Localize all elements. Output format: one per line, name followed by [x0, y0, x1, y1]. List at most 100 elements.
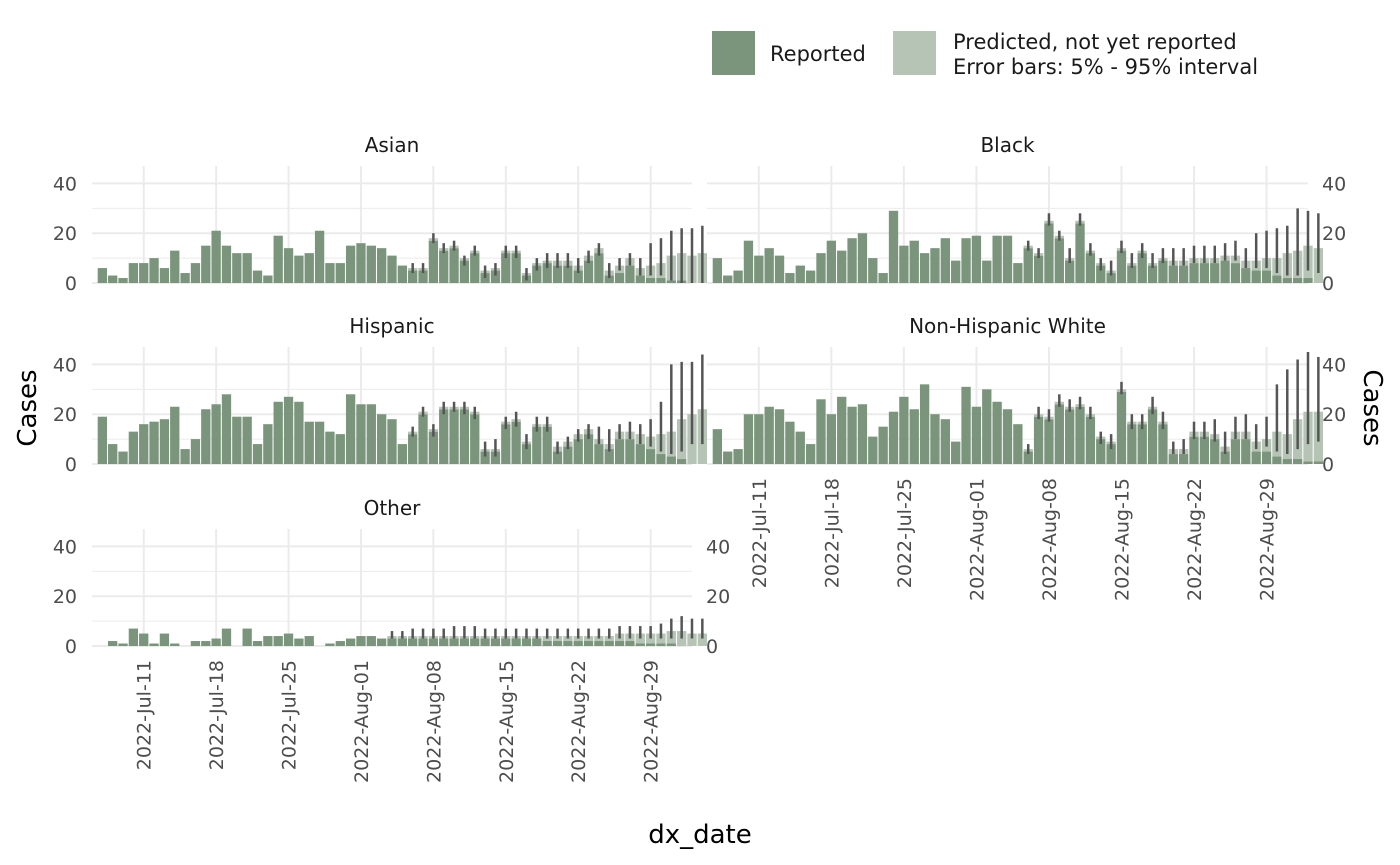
x-tick-label: 2022-Jul-18 [206, 660, 228, 770]
bar-reported [1002, 409, 1013, 464]
bar-reported [919, 253, 930, 283]
legend-label-predicted-line1: Predicted, not yet reported [953, 30, 1237, 54]
bar-reported [366, 636, 376, 646]
legend-label-predicted-line2: Error bars: 5% - 95% interval [953, 55, 1258, 79]
bar-reported [645, 278, 656, 283]
y-tick-label: 40 [53, 536, 77, 558]
bar-reported [211, 230, 221, 283]
bar-reported [439, 638, 449, 646]
bar-reported [837, 250, 847, 283]
bar-reported [542, 426, 552, 464]
bar-reported [1106, 444, 1116, 464]
x-tick-label: 2022-Aug-15 [1111, 478, 1133, 601]
bar-reported [1013, 263, 1023, 283]
facet-label: Asian [365, 133, 420, 157]
bar-reported [604, 275, 614, 283]
bar-reported [1044, 419, 1054, 464]
bar-reported [252, 641, 263, 646]
bar-reported [190, 263, 201, 283]
bar-reported [733, 270, 743, 283]
bar-reported [377, 414, 387, 464]
bar-reported [594, 253, 604, 283]
y-tick-label: 40 [53, 354, 77, 376]
bar-reported [563, 265, 573, 283]
facet-panels: Asian02040Black02040Hispanic02040Non-His… [53, 133, 1346, 783]
bar-reported [992, 235, 1002, 283]
bar-reported [159, 268, 170, 283]
bar-reported [170, 643, 180, 646]
bar-reported [1230, 263, 1241, 283]
bar-reported [180, 273, 190, 283]
bar-reported [108, 275, 118, 283]
bar-reported [170, 406, 180, 464]
bar-reported [408, 638, 418, 646]
x-tick-label: 2022-Aug-29 [1257, 478, 1279, 601]
bar-reported [1158, 260, 1168, 283]
bar-reported [108, 444, 118, 464]
bar-reported [909, 409, 919, 464]
x-axis-title: dx_date [648, 820, 752, 850]
bar-reported [951, 260, 961, 283]
bar-reported [604, 641, 614, 646]
bar-reported [1251, 270, 1261, 283]
bar-reported [377, 248, 387, 283]
y-tick-label: 40 [706, 536, 730, 558]
bar-reported [418, 414, 428, 464]
bar-reported [480, 451, 490, 464]
bar-reported [1023, 248, 1033, 283]
bar-reported [149, 421, 159, 464]
bar-reported [283, 248, 294, 283]
bar-reported [625, 265, 635, 283]
x-tick-label: 2022-Aug-01 [351, 660, 373, 783]
bar-reported [263, 636, 273, 646]
bar-reported [325, 431, 335, 464]
bar-reported [242, 253, 252, 283]
legend-swatch-reported [712, 31, 755, 75]
bar-reported [888, 210, 899, 283]
y-tick-label: 20 [1322, 404, 1346, 426]
bar-reported [242, 416, 252, 464]
bar-reported [1261, 270, 1272, 283]
bar-reported [1054, 404, 1064, 464]
bar-reported [1168, 265, 1178, 283]
bar-reported [335, 434, 345, 464]
y-tick-label: 20 [53, 223, 77, 245]
bar-reported [366, 404, 376, 464]
bar-reported [356, 636, 366, 646]
bar-reported [1210, 263, 1220, 283]
facet-label: Black [980, 133, 1035, 157]
bar-reported [1199, 436, 1210, 464]
bar-reported [1085, 253, 1096, 283]
bar-reported [816, 253, 826, 283]
bar-reported [335, 263, 345, 283]
legend-swatch-predicted [893, 31, 936, 75]
bar-reported [470, 638, 480, 646]
bar-reported [345, 245, 356, 283]
bar-reported [1075, 406, 1085, 464]
bar-reported [252, 444, 263, 464]
facet-label: Other [364, 496, 422, 520]
bar-reported [1282, 278, 1292, 283]
x-tick-label: 2022-Jul-25 [279, 660, 301, 770]
bar-reported [532, 426, 542, 464]
bar-reported [294, 638, 304, 646]
bar-reported [656, 278, 666, 283]
bar-reported [1313, 461, 1324, 464]
bar-reported [656, 454, 666, 464]
bar-reported [677, 459, 687, 464]
bar-reported [614, 273, 625, 283]
bar-reported [397, 444, 407, 464]
bar-reported [940, 419, 950, 464]
bar-reported [573, 439, 583, 464]
bar-reported [805, 444, 816, 464]
bar-reported [919, 384, 930, 464]
y-tick-label: 40 [1322, 173, 1346, 195]
bar-reported [201, 245, 211, 283]
bar-reported [314, 421, 325, 464]
bar-reported [1189, 436, 1199, 464]
bar-reported [542, 263, 552, 283]
bar-reported [1189, 263, 1199, 283]
bar-reported [294, 255, 304, 283]
bar-reported [242, 628, 252, 646]
